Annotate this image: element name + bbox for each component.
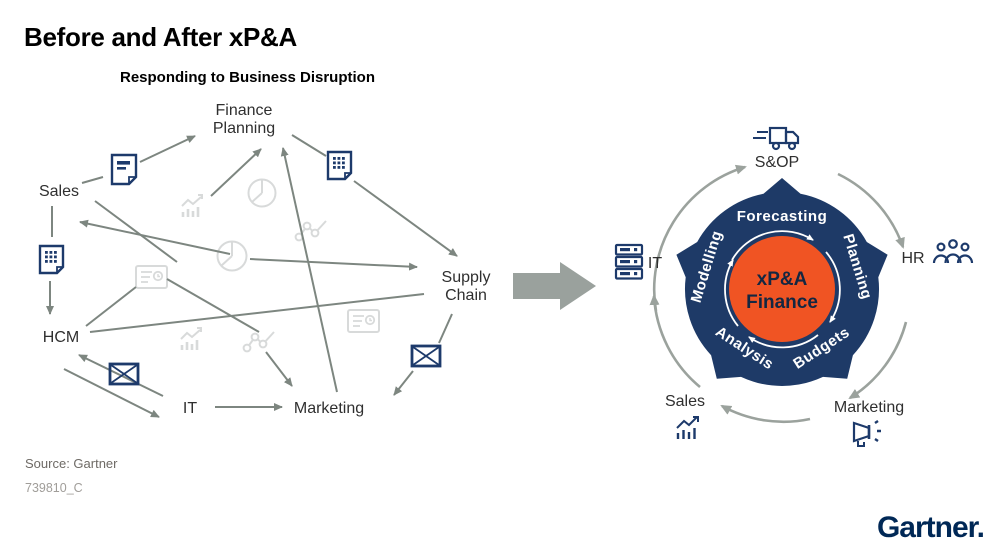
node-supply-chain-line1: Supply: [442, 269, 491, 286]
cycle-node-marketing: Marketing: [834, 399, 904, 416]
figure-code: 739810_C: [25, 481, 83, 495]
source-note: Source: Gartner: [25, 456, 118, 471]
cycle-arc-it-to-sop: [652, 164, 747, 312]
report-card-icon-faded: [347, 309, 380, 333]
spreadsheet-icon: [38, 244, 65, 275]
cycle-node-it: IT: [648, 255, 662, 272]
connector-line: [139, 135, 196, 163]
inner-arrow: [731, 230, 814, 261]
connector-line: [85, 286, 137, 327]
envelope-icon: [410, 344, 442, 368]
document-icon: [110, 153, 138, 186]
center-label-line2: Finance: [746, 292, 818, 313]
gartner-logo: Gartner.: [876, 511, 985, 544]
cycle-node-hr: HR: [901, 250, 924, 267]
cycle-arc-hr-to-marketing: [848, 321, 908, 400]
inner-arrow: [724, 259, 739, 327]
connector-line: [265, 351, 293, 387]
connector-line: [94, 200, 178, 263]
xpa-center-disc: [729, 236, 835, 342]
connector-line: [249, 258, 418, 271]
node-supply-chain-line2: Chain: [445, 287, 487, 304]
node-hcm: HCM: [43, 329, 79, 346]
cycle-arc-sop-to-hr: [837, 172, 905, 249]
cycle-node-sales: Sales: [665, 393, 705, 410]
connector-line: [438, 313, 453, 344]
pie-chart-icon-faded: [247, 178, 277, 208]
pie-chart-icon-faded: [216, 240, 248, 272]
truck-icon: [753, 126, 800, 151]
cycle-arc-sales-to-it: [649, 294, 701, 388]
after-diagram: Forecasting Planning Budgets Analysis Mo…: [614, 126, 974, 447]
server-icon: [614, 243, 644, 280]
transform-arrow: [513, 262, 596, 310]
before-subtitle: Responding to Business Disruption: [119, 69, 375, 86]
connector-line: [210, 148, 262, 197]
connector-line: [166, 278, 260, 333]
connector-line: [280, 147, 338, 393]
dot-line-icon-faded: [242, 331, 275, 353]
node-finance-planning-line1: Finance: [216, 102, 273, 119]
inner-arrow: [748, 334, 819, 349]
connector-line: [79, 219, 231, 255]
node-it: IT: [183, 400, 197, 417]
before-diagram: Finance Planning Sales Supply Chain HCM …: [38, 102, 491, 418]
connector-line: [63, 368, 160, 418]
dot-line-icon-faded: [294, 220, 327, 242]
inner-arrow: [825, 251, 841, 323]
node-sales: Sales: [39, 183, 79, 200]
node-marketing: Marketing: [294, 400, 364, 417]
bar-trend-icon: [676, 416, 699, 439]
node-finance-planning-line2: Planning: [213, 120, 275, 137]
bar-trend-icon-faded: [180, 327, 202, 350]
connector-line: [81, 176, 104, 184]
bar-trend-icon-faded: [181, 194, 203, 217]
spreadsheet-icon: [326, 150, 353, 181]
cycle-node-sop: S&OP: [755, 154, 799, 171]
envelope-icon: [108, 362, 140, 386]
cycle-arc-marketing-to-sales: [720, 404, 811, 424]
connector-line: [393, 370, 414, 396]
connector-line: [353, 180, 458, 257]
center-label-line1: xP&A: [757, 269, 808, 290]
connector-line: [89, 293, 425, 333]
report-card-icon-faded: [135, 265, 168, 289]
people-icon: [932, 239, 974, 264]
page-title: Before and After xP&A: [24, 22, 298, 52]
megaphone-icon: [852, 420, 881, 447]
ring-word-forecasting: Forecasting: [737, 208, 828, 225]
connector-line: [291, 134, 327, 157]
